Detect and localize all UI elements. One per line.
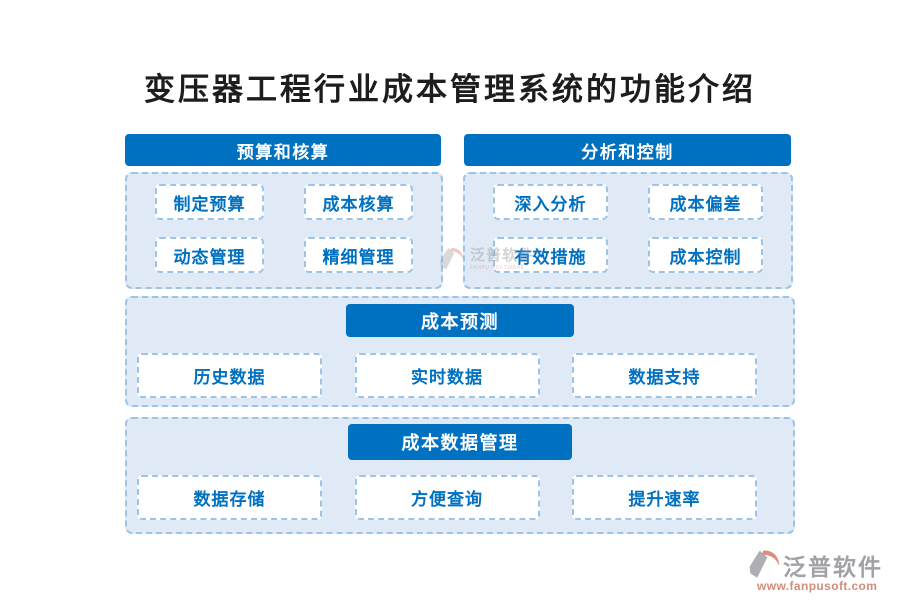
feature-item: 有效措施 <box>493 237 608 273</box>
fanpu-logo-icon <box>440 247 464 270</box>
brand-name: 泛普软件 <box>470 247 535 265</box>
feature-item: 成本核算 <box>304 184 413 220</box>
feature-item: 成本偏差 <box>648 184 763 220</box>
watermark-bottom-right: 泛普软件 www.fanpusoft.com <box>747 548 883 593</box>
feature-item: 数据存储 <box>137 475 322 520</box>
watermark-text: 泛普软件 FANPU SOFTWARE <box>470 248 534 271</box>
feature-item: 深入分析 <box>493 184 608 220</box>
feature-row: 历史数据 实时数据 数据支持 <box>137 353 757 398</box>
brand-url: www.fanpusoft.com <box>757 579 878 593</box>
feature-row: 数据存储 方便查询 提升速率 <box>137 475 757 520</box>
section-header-analysis: 分析和控制 <box>464 134 791 166</box>
page-title: 变压器工程行业成本管理系统的功能介绍 <box>144 72 756 107</box>
section-panel-budget: 制定预算 成本核算 动态管理 精细管理 <box>125 172 443 289</box>
section-header-budget: 预算和核算 <box>125 134 441 166</box>
section-panel-forecast: 成本预测 历史数据 实时数据 数据支持 <box>125 296 795 407</box>
feature-item: 精细管理 <box>304 237 413 273</box>
section-header-forecast: 成本预测 <box>346 304 574 337</box>
brand-name: 泛普软件 <box>783 554 883 580</box>
watermark-brand-row: 泛普软件 <box>747 548 883 582</box>
feature-item: 动态管理 <box>155 237 264 273</box>
feature-item: 历史数据 <box>137 353 322 398</box>
feature-item: 数据支持 <box>572 353 757 398</box>
feature-item: 实时数据 <box>354 353 540 398</box>
brand-subtitle: FANPU SOFTWARE <box>470 264 525 271</box>
feature-item: 方便查询 <box>354 475 540 520</box>
feature-item: 提升速率 <box>572 475 757 520</box>
section-panel-analysis: 深入分析 成本偏差 有效措施 成本控制 <box>463 172 793 289</box>
feature-item: 成本控制 <box>648 237 763 273</box>
watermark-center: 泛普软件 FANPU SOFTWARE <box>438 246 534 273</box>
feature-item: 制定预算 <box>155 184 264 220</box>
section-header-datamgmt: 成本数据管理 <box>348 424 572 460</box>
fanpu-logo-icon <box>749 550 780 578</box>
section-panel-datamgmt: 成本数据管理 数据存储 方便查询 提升速率 <box>125 417 795 534</box>
